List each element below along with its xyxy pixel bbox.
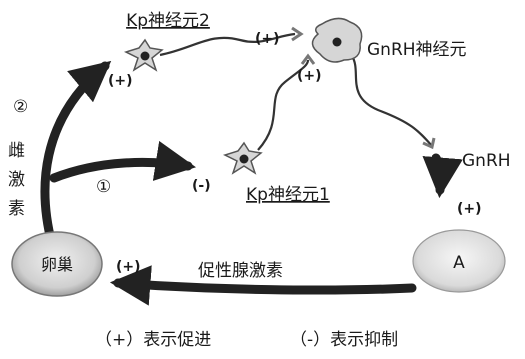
organ-a-label: A: [453, 253, 465, 273]
path-1-number: ①: [96, 177, 111, 197]
a-plus-sign: (+): [457, 201, 482, 217]
kp1-minus-sign: (-): [192, 178, 211, 194]
fsh-lh-label: 促性腺激素: [198, 261, 283, 281]
kp2-label: Kp神经元2: [126, 11, 210, 31]
legend-inhibit: （-）表示抑制: [290, 330, 398, 350]
kp1-label: Kp神经元1: [246, 185, 330, 205]
legend-promote: （+）表示促进: [95, 330, 211, 350]
gnrh-axon: [352, 56, 432, 146]
gnrh-neuron-label: GnRH神经元: [367, 40, 467, 60]
organ-a: A: [413, 230, 505, 292]
estrogen-to-kp1-arrow: [54, 162, 188, 178]
kp2-plus-sign: (+): [108, 73, 133, 89]
ovary: 卵巢: [12, 232, 102, 296]
gnrh-to-a-arrow: [436, 158, 441, 190]
kp2-neuron: [126, 40, 162, 70]
gnrh-bottom-plus-sign: (+): [297, 68, 322, 84]
gnrh-hormone-label: GnRH: [462, 151, 511, 171]
gnrh-top-plus-sign: (+): [255, 31, 280, 47]
ovary-label: 卵巢: [41, 255, 73, 274]
estrogen-char-1: 雌: [8, 141, 25, 161]
gnrh-neuron: [312, 18, 361, 62]
ovary-plus-sign: (+): [116, 259, 141, 275]
estrogen-char-2: 激: [8, 170, 25, 190]
path-2-number: ②: [13, 97, 28, 117]
estrogen-char-3: 素: [8, 199, 25, 219]
estrogen-to-kp2-arrow: [45, 66, 105, 244]
kp1-neuron: [225, 143, 261, 173]
hormone-to-ovary-arrow: [118, 283, 412, 290]
